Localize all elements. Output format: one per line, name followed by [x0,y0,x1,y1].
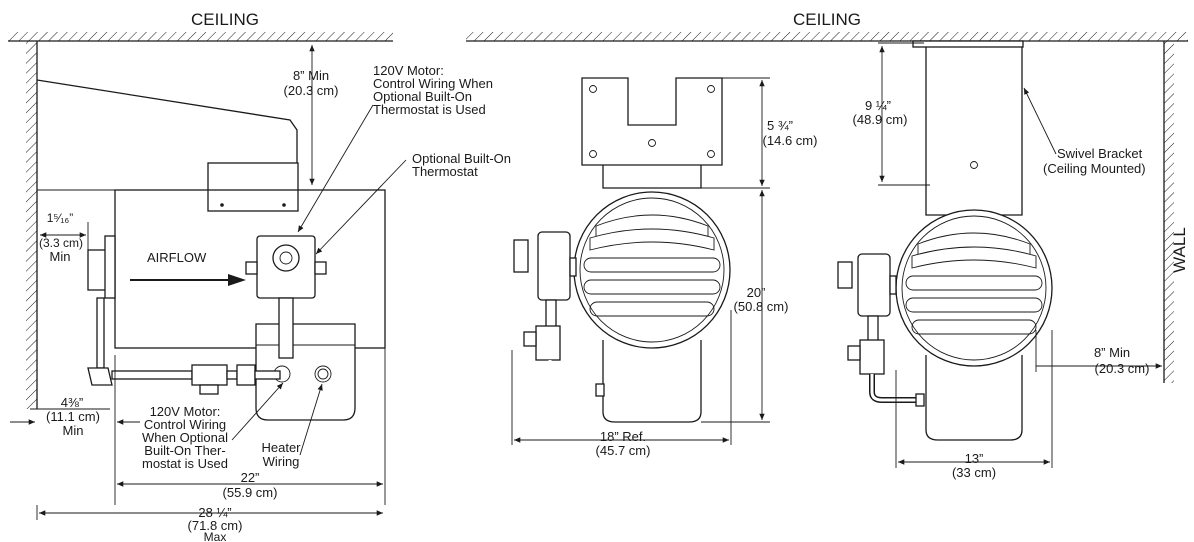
right-control-box [857,253,891,317]
svg-text:120V Motor:: 120V Motor: [150,404,221,419]
svg-text:Min: Min [63,423,84,438]
vertical-pipe [96,297,105,369]
svg-text:Swivel Bracket: Swivel Bracket [1057,146,1143,161]
svg-text:(71.8 cm): (71.8 cm) [188,518,243,533]
svg-text:(33 cm): (33 cm) [952,465,996,480]
left-ceiling-label: CEILING [191,10,259,29]
bracket-height-dim: 5 ¾” (14.6 cm) [701,77,818,189]
svg-text:20”: 20” [747,285,766,300]
svg-text:Optional Built-On: Optional Built-On [373,89,472,104]
svg-text:4⅜”: 4⅜” [61,395,83,410]
svg-text:9 ¼”: 9 ¼” [865,98,891,113]
svg-text:28 ¼”: 28 ¼” [198,505,231,520]
right-view-heater [837,40,1053,441]
left-wall [26,41,38,409]
motor-note-bottom: 120V Motor: Control Wiring When Optional… [142,382,284,471]
svg-text:18” Ref.: 18” Ref. [600,429,646,444]
side-view-heater [36,79,386,421]
right-width-dim: 13” (33 cm) [895,330,1053,480]
wall-clearance-dim: 1⁵⁄₁₆” (3.3 cm) Min [39,211,89,264]
svg-text:(Ceiling Mounted): (Ceiling Mounted) [1043,161,1146,176]
svg-text:8” Min: 8” Min [293,68,329,83]
svg-text:mostat is Used: mostat is Used [142,456,228,471]
wall-bracket-arm [36,79,298,190]
svg-text:8” Min: 8” Min [1094,345,1130,360]
svg-text:120V Motor:: 120V Motor: [373,63,444,78]
svg-text:13”: 13” [965,451,984,466]
floor-clearance-dim: 4⅜” (11.1 cm) Min [10,395,140,438]
svg-text:(20.3 cm): (20.3 cm) [1095,361,1150,376]
svg-text:Min: Min [50,249,71,264]
front-control-box [537,231,571,301]
thermostat-note: Optional Built-On Thermostat [315,151,511,255]
right-ceiling [466,32,1188,42]
svg-text:Control Wiring: Control Wiring [144,417,226,432]
svg-text:(14.6 cm): (14.6 cm) [763,133,818,148]
width-28-dim: 28 ¼” (71.8 cm) Max [39,505,383,542]
right-ceiling-label: CEILING [793,10,861,29]
swivel-column [925,47,1023,216]
body-height-dim: 20” (50.8 cm) [701,190,789,423]
svg-text:(48.9 cm): (48.9 cm) [853,112,908,127]
motor-note-top: 120V Motor: Control Wiring When Optional… [297,63,493,233]
airflow-arrow: AIRFLOW [130,250,246,286]
wall-label: WALL [1170,227,1189,273]
svg-text:(20.3 cm): (20.3 cm) [284,83,339,98]
left-ceiling [8,32,393,42]
ceiling-clearance-dim: 8” Min (20.3 cm) [284,45,339,185]
svg-text:5 ¾”: 5 ¾” [767,118,793,133]
svg-text:(45.7 cm): (45.7 cm) [596,443,651,458]
drop-height-dim: 9 ¼” (48.9 cm) [853,42,930,186]
svg-text:1⁵⁄₁₆”: 1⁵⁄₁₆” [47,211,74,225]
svg-text:(50.8 cm): (50.8 cm) [734,299,789,314]
svg-text:Control Wiring When: Control Wiring When [373,76,493,91]
width-22-dim: 22” (55.9 cm) [117,470,383,500]
svg-text:(3.3 cm): (3.3 cm) [39,236,83,250]
svg-text:(11.1 cm): (11.1 cm) [46,409,100,424]
width-ref-dim: 18” Ref. (45.7 cm) [511,310,732,458]
wall-clearance-right-dim: 8” Min (20.3 cm) [1035,330,1162,376]
yoke-bracket [581,77,723,166]
svg-text:Thermostat is Used: Thermostat is Used [373,102,486,117]
svg-text:22”: 22” [241,470,260,485]
lower-body [602,340,702,423]
right-wall [1163,41,1174,383]
svg-text:Thermostat: Thermostat [412,164,478,179]
svg-text:When Optional: When Optional [142,430,228,445]
svg-text:Wiring: Wiring [263,454,300,469]
front-view-heater [513,77,731,423]
svg-text:(55.9 cm): (55.9 cm) [223,485,278,500]
svg-text:AIRFLOW: AIRFLOW [147,250,207,265]
bracket-plate [207,162,299,212]
svg-text:Built-On Ther-: Built-On Ther- [144,443,225,458]
svg-text:Max: Max [204,530,227,542]
svg-text:Optional Built-On: Optional Built-On [412,151,511,166]
swivel-bracket-note: Swivel Bracket (Ceiling Mounted) [1023,87,1146,176]
heater-wiring-note: Heater Wiring [261,383,323,469]
horizontal-pipe [111,370,193,380]
svg-text:Heater: Heater [261,440,301,455]
